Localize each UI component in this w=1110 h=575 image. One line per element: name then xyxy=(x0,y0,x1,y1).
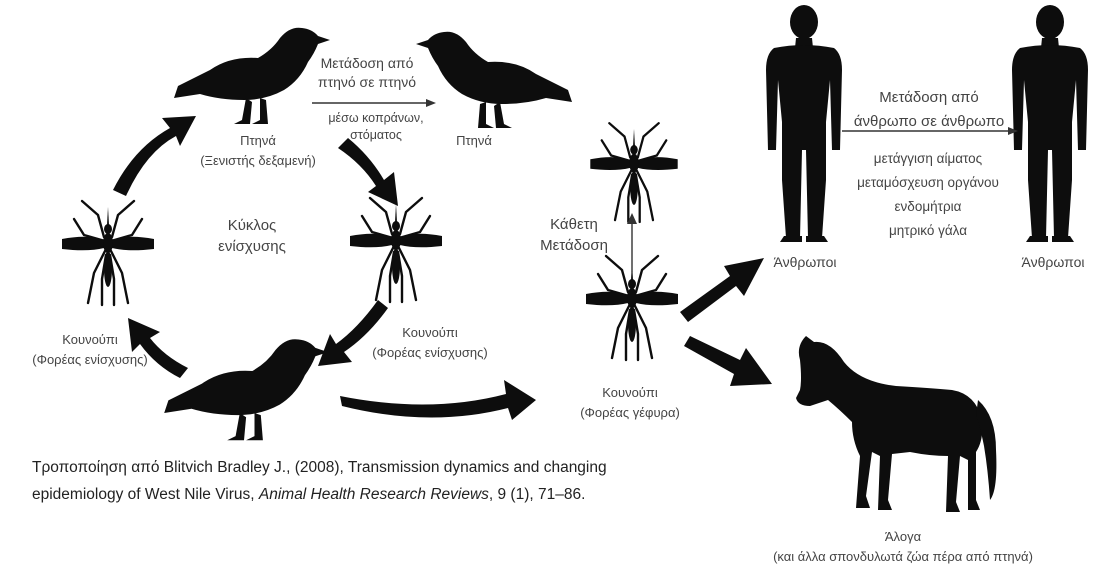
reservoir-bird-silhouette xyxy=(174,28,330,124)
horses-label: Άλογα xyxy=(885,528,921,546)
human-to-human-means: μετάγγιση αίματος μεταμόσχευση οργάνου ε… xyxy=(857,147,999,243)
mosquito-top xyxy=(590,123,677,222)
bottom-bird-silhouette xyxy=(164,339,328,440)
humans-right-label: Άνθρωποι xyxy=(1022,253,1085,272)
human-right-silhouette xyxy=(1012,5,1088,242)
bridge-mosquito-label: Κουνούπι (Φορέας γέφυρα) xyxy=(580,383,680,423)
human-to-human-title: Μετάδοση από άνθρωπο σε άνθρωπο xyxy=(854,86,1004,134)
mosquito-right-label: Κουνούπι (Φορέας ενίσχυσης) xyxy=(372,323,488,363)
arrow-to-humans xyxy=(680,258,764,322)
mosquito-right xyxy=(350,198,442,302)
citation: Τροποποίηση από Blitvich Bradley J., (20… xyxy=(32,454,607,508)
cycle-arrow-down-right xyxy=(338,138,398,206)
bridge-arrow xyxy=(340,380,536,420)
humans-left-label: Άνθρωποι xyxy=(774,253,837,272)
mosquito-left xyxy=(62,201,154,305)
cycle-label: Κύκλος ενίσχυσης xyxy=(218,215,286,257)
citation-line-1: Τροποποίηση από Blitvich Bradley J., (20… xyxy=(32,454,607,481)
vertical-transmission-label: Κάθετη Μετάδοση xyxy=(540,214,608,256)
citation-volume-pages: , 9 (1), 71–86. xyxy=(489,486,586,503)
citation-authors-title: epidemiology of West Nile Virus, xyxy=(32,486,259,503)
mosquito-left-label: Κουνούπι (Φορέας ενίσχυσης) xyxy=(32,330,148,370)
bird-right-silhouette xyxy=(416,32,572,128)
arrow-to-horses xyxy=(684,336,772,386)
bird-to-bird-means: μέσω κοπράνων, στόματος xyxy=(328,110,423,144)
citation-journal: Animal Health Research Reviews xyxy=(259,486,489,503)
human-left-silhouette xyxy=(766,5,842,242)
horses-note: (και άλλα σπονδυλωτά ζώα πέρα από πτηνά) xyxy=(773,548,1033,566)
reservoir-bird-label: Πτηνά (Ξενιστής δεξαμενή) xyxy=(200,131,316,171)
horse-silhouette xyxy=(796,336,996,512)
birds-right-label: Πτηνά xyxy=(456,132,492,150)
citation-line-2: epidemiology of West Nile Virus, Animal … xyxy=(32,481,607,508)
bird-to-bird-title: Μετάδοση από πτηνό σε πτηνό xyxy=(318,54,416,92)
cycle-arrow-up xyxy=(113,116,196,196)
